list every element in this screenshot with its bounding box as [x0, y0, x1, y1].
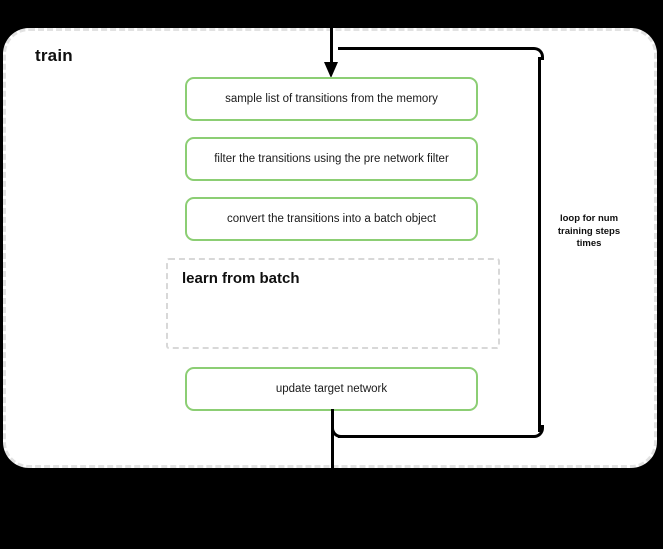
incoming-arrowhead-icon: [324, 62, 338, 78]
loop-bottom-segment: [338, 435, 534, 438]
node-label: filter the transitions using the pre net…: [214, 152, 449, 165]
group-learn-from-batch[interactable]: learn from batch: [166, 258, 500, 349]
train-container-title: train: [35, 46, 73, 65]
loop-top-right-corner: [531, 47, 544, 60]
loop-label-line-3: times: [576, 238, 602, 250]
node-convert-to-batch[interactable]: convert the transitions into a batch obj…: [185, 197, 478, 241]
loop-top-segment: [338, 47, 534, 50]
loop-annotation-label: loop for num training steps times: [546, 213, 632, 251]
loop-label-line-2: training steps: [557, 225, 621, 237]
outgoing-connector-line: [331, 409, 334, 471]
loop-label-line-1: loop for num: [559, 213, 619, 224]
node-label: sample list of transitions from the memo…: [225, 92, 438, 105]
node-label: convert the transitions into a batch obj…: [226, 212, 437, 225]
group-learn-from-batch-title: learn from batch: [182, 270, 300, 287]
node-sample-transitions[interactable]: sample list of transitions from the memo…: [185, 77, 478, 121]
loop-bottom-right-corner: [531, 425, 544, 438]
incoming-connector-line: [330, 8, 333, 70]
loop-right-segment: [538, 57, 541, 432]
node-label: update target network: [275, 382, 388, 395]
node-update-target-network[interactable]: update target network: [185, 367, 478, 411]
node-filter-transitions[interactable]: filter the transitions using the pre net…: [185, 137, 478, 181]
